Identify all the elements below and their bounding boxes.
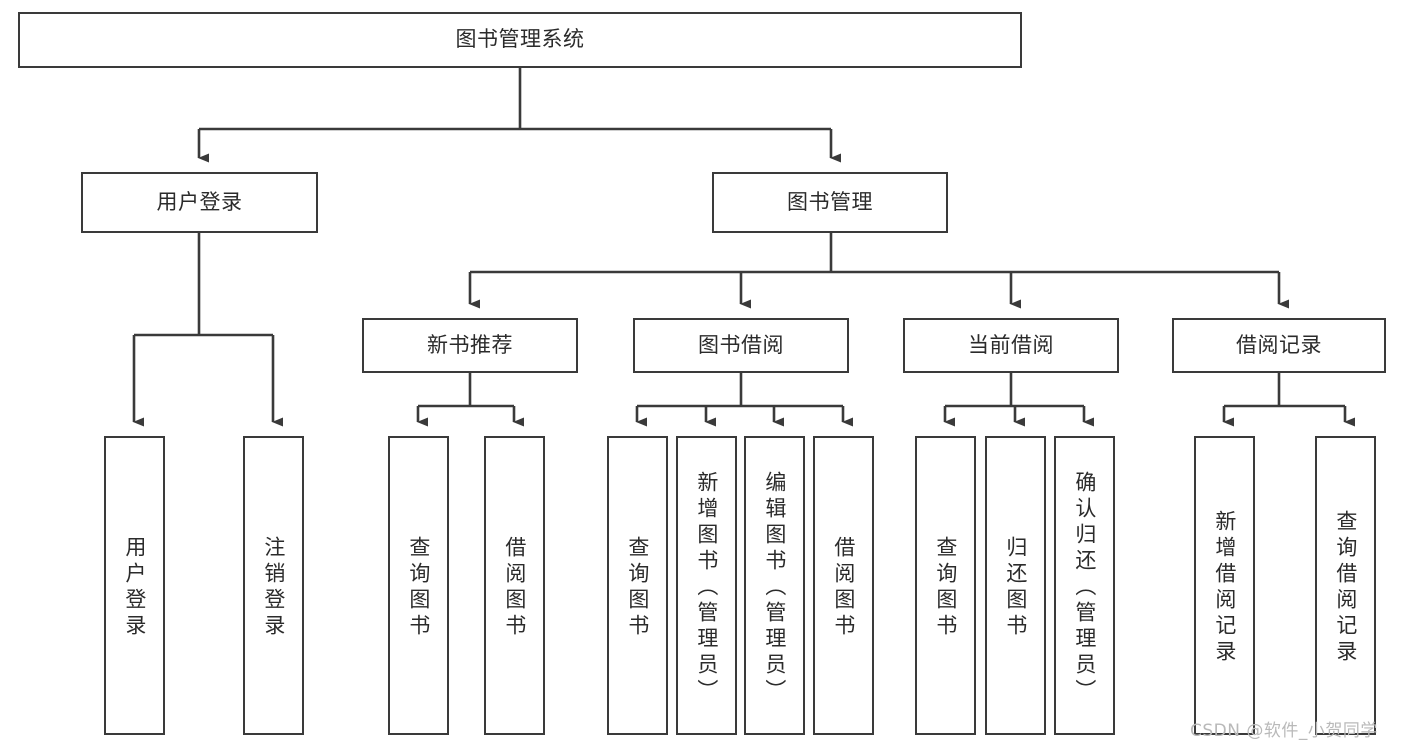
node-leaf-query-borrow-record[interactable]: 查询借阅记录 [1315,436,1376,735]
node-label: 借阅记录 [1236,332,1322,357]
node-label: 查询图书 [625,535,650,640]
node-user-login[interactable]: 用户登录 [81,172,318,233]
watermark-credit: CSDN @软件_小贺同学 [1190,721,1378,741]
node-label: 注销登录 [261,535,286,640]
node-book-borrow[interactable]: 图书借阅 [633,318,849,373]
node-leaf-query-book-3[interactable]: 查询图书 [915,436,976,735]
node-leaf-query-book-1[interactable]: 查询图书 [388,436,449,735]
node-leaf-borrow-book-1[interactable]: 借阅图书 [484,436,545,735]
node-label: 查询图书 [933,535,958,640]
node-leaf-query-book-2[interactable]: 查询图书 [607,436,668,735]
node-leaf-user-login[interactable]: 用户登录 [104,436,165,735]
node-root-title[interactable]: 图书管理系统 [18,12,1022,68]
node-label: 当前借阅 [968,332,1054,357]
node-label: 图书借阅 [698,332,784,357]
node-label: 归还图书 [1003,535,1028,640]
node-leaf-borrow-book-2[interactable]: 借阅图书 [813,436,874,735]
node-leaf-edit-book-admin[interactable]: 编辑图书（管理员） [744,436,805,735]
node-new-book-recommend[interactable]: 新书推荐 [362,318,578,373]
node-leaf-add-book-admin[interactable]: 新增图书（管理员） [676,436,737,735]
node-label: 借阅图书 [502,535,527,640]
node-label: 图书管理系统 [455,27,585,52]
node-label: 新书推荐 [427,332,513,357]
node-label: 编辑图书（管理员） [762,470,787,705]
node-label: 借阅图书 [831,535,856,640]
node-label: 用户登录 [156,189,243,214]
node-leaf-confirm-return-admin[interactable]: 确认归还（管理员） [1054,436,1115,735]
node-label: 用户登录 [122,535,147,640]
node-current-borrow[interactable]: 当前借阅 [903,318,1119,373]
node-leaf-add-borrow-record[interactable]: 新增借阅记录 [1194,436,1255,735]
node-label: 确认归还（管理员） [1072,470,1097,705]
node-borrow-record[interactable]: 借阅记录 [1172,318,1386,373]
node-label: 新增借阅记录 [1212,509,1237,666]
node-book-manage[interactable]: 图书管理 [712,172,948,233]
node-label: 查询借阅记录 [1333,509,1358,666]
node-label: 查询图书 [406,535,431,640]
node-label: 图书管理 [787,189,873,214]
node-label: 新增图书（管理员） [694,470,719,705]
node-leaf-logout[interactable]: 注销登录 [243,436,304,735]
node-leaf-return-book[interactable]: 归还图书 [985,436,1046,735]
